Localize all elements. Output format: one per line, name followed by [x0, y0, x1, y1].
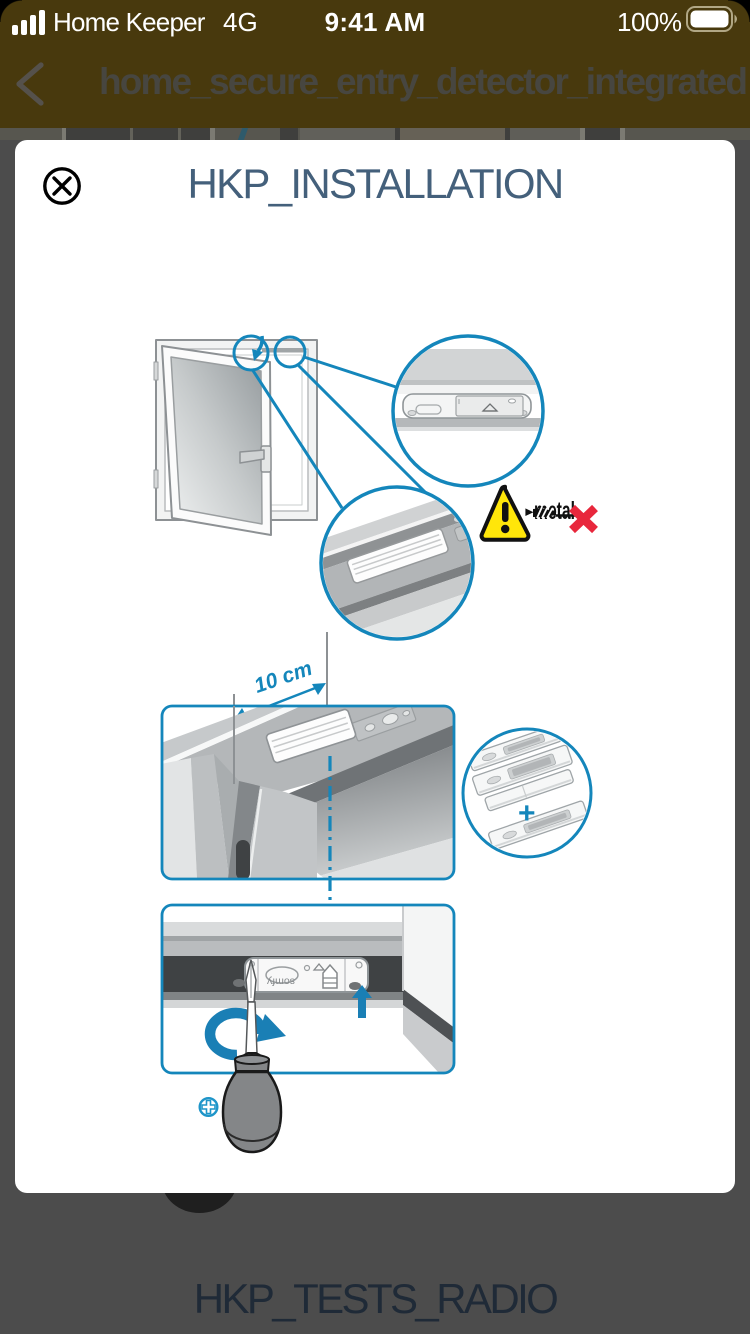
svg-text:+: + — [518, 797, 536, 830]
svg-text:somfy: somfy — [266, 976, 295, 988]
